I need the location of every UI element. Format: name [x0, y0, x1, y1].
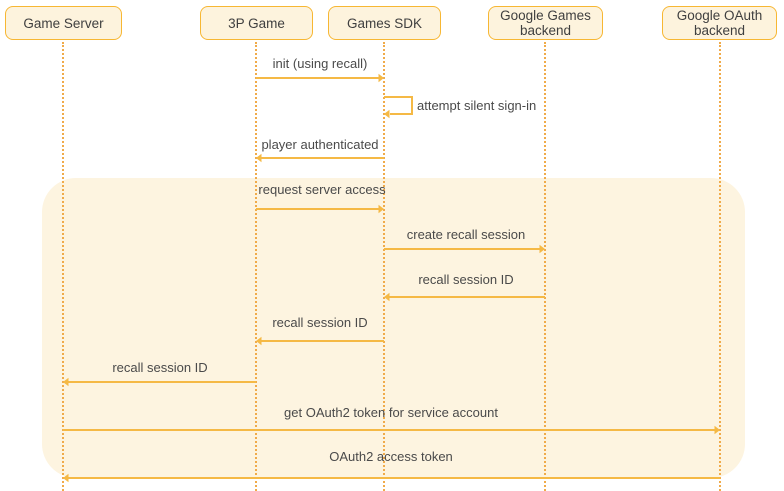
actor-label: Games SDK: [346, 15, 423, 31]
arrowhead: [256, 153, 262, 163]
lifeline-game-server: [62, 42, 64, 491]
message-label-m6: recall session ID: [418, 272, 514, 287]
arrowhead: [539, 244, 545, 254]
actor-box-3p-game[interactable]: 3P Game: [200, 6, 313, 40]
lifeline-3p-game: [255, 42, 257, 491]
actor-box-games-sdk[interactable]: Games SDK: [328, 6, 441, 40]
actor-label: Google OAuth backend: [676, 8, 763, 38]
message-label-m8: recall session ID: [112, 360, 208, 375]
lifeline-google-games: [544, 42, 546, 491]
lifeline-google-oauth: [719, 42, 721, 491]
arrowhead: [378, 73, 384, 83]
message-label-m3: player authenticated: [261, 137, 379, 152]
arrowhead: [63, 377, 69, 387]
message-m3[interactable]: [256, 153, 384, 163]
actor-label: 3P Game: [228, 15, 285, 31]
arrowhead: [63, 473, 69, 483]
arrowhead: [384, 109, 390, 119]
message-m5[interactable]: [384, 244, 545, 254]
message-label-m7: recall session ID: [272, 315, 368, 330]
message-m8[interactable]: [63, 377, 256, 387]
arrowhead: [378, 204, 384, 214]
message-label-m5: create recall session: [406, 227, 526, 242]
self-message-path: [384, 96, 413, 115]
message-m9[interactable]: [63, 425, 720, 435]
message-label-m4: request server access: [258, 182, 386, 197]
message-label-m10: OAuth2 access token: [329, 449, 453, 464]
message-m7[interactable]: [256, 336, 384, 346]
message-m10[interactable]: [63, 473, 720, 483]
actor-box-game-server[interactable]: Game Server: [5, 6, 122, 40]
message-label-m2: attempt silent sign-in: [417, 98, 537, 113]
message-m4[interactable]: [256, 204, 384, 214]
actor-box-google-games[interactable]: Google Games backend: [488, 6, 603, 40]
lifeline-games-sdk: [383, 42, 385, 491]
actor-box-google-oauth[interactable]: Google OAuth backend: [662, 6, 777, 40]
message-m6[interactable]: [384, 292, 545, 302]
message-label-m1: init (using recall): [272, 56, 368, 71]
message-label-m9: get OAuth2 token for service account: [284, 405, 498, 420]
arrowhead: [714, 425, 720, 435]
arrowhead: [384, 292, 390, 302]
arrowhead: [256, 336, 262, 346]
message-m1[interactable]: [256, 73, 384, 83]
actor-label: Game Server: [23, 15, 104, 31]
message-m2[interactable]: [384, 96, 413, 119]
actor-label: Google Games backend: [500, 8, 591, 38]
highlight-region: [42, 178, 745, 478]
